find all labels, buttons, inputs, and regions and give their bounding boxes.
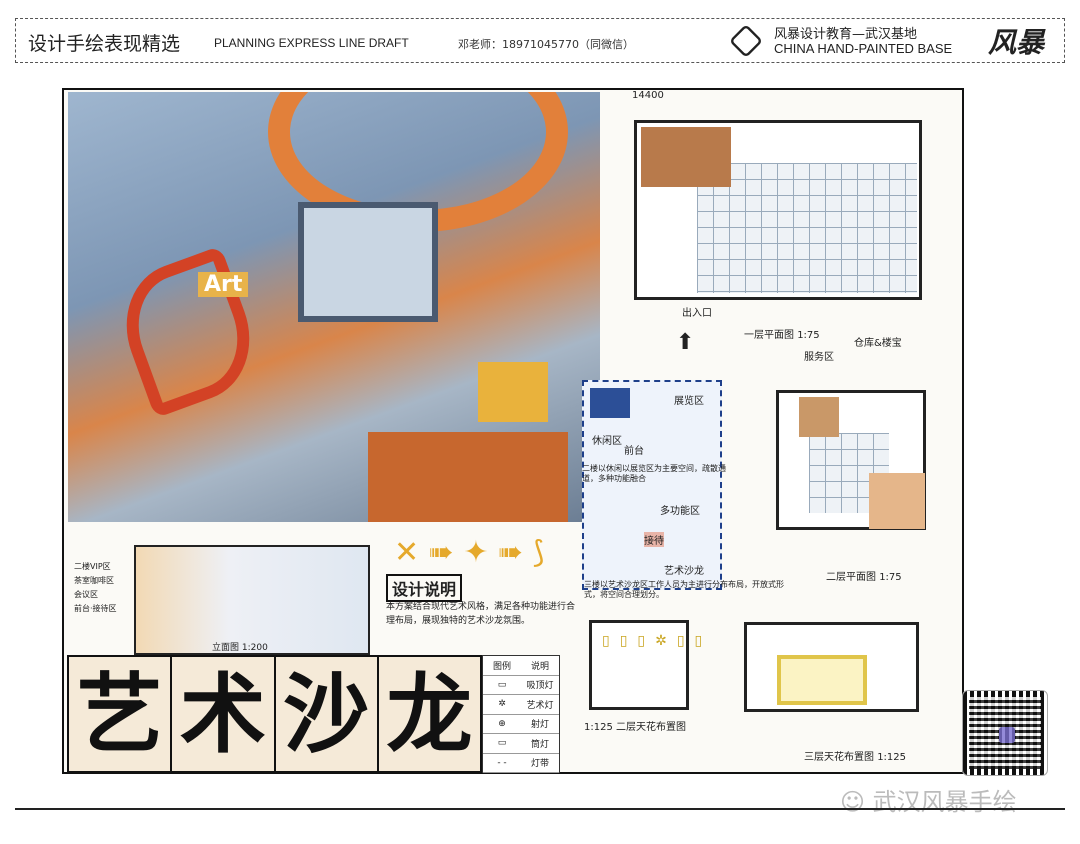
plan1-scale: 1:75	[797, 330, 820, 341]
zone-note-2: 三楼以艺术沙龙区工作人员为主进行分布布局，开放式形式，将空间合理划分。	[584, 580, 784, 599]
legend-row: ▭ 吸顶灯	[483, 676, 559, 695]
zone-label: 展览区	[674, 396, 704, 407]
brand-logo: 风暴	[988, 26, 1045, 59]
design-note-text: 本方案结合现代艺术风格，满足各种功能进行合理布局，展现独特的艺术沙龙氛围。	[386, 602, 576, 626]
ceiling3-scale: 1:125	[877, 752, 907, 763]
floor-tiles	[697, 163, 917, 293]
service-label: 服务区	[804, 352, 834, 363]
ceiling-grid	[298, 202, 438, 322]
legend-row: ⊕ 射灯	[483, 715, 559, 734]
ceiling-plan-3	[744, 622, 919, 712]
plan1-title: 一层平面图 1:75	[744, 326, 820, 341]
legend-symbol: ✲	[498, 699, 506, 710]
elevation-title-text: 立面图	[212, 643, 240, 653]
legend-row: ✲ 艺术灯	[483, 695, 559, 715]
art-sign: Art	[198, 272, 249, 297]
plan1-dim: 14400	[632, 90, 664, 101]
elevation-label: 二楼VIP区	[74, 562, 111, 571]
floor-plan-1	[634, 120, 922, 300]
legend-row: - - 灯带	[483, 754, 559, 773]
legend-label: 筒灯	[530, 739, 549, 750]
room-fill	[799, 397, 839, 437]
footer-watermark: ☺ 武汉风暴手绘	[840, 782, 1017, 817]
org-name: 风暴设计教育—武汉基地	[774, 27, 918, 42]
zone-label: 休闲区	[592, 436, 622, 447]
sculpture-concept-icons: ✕ ➠ ✦ ➠ ⟆	[394, 535, 545, 570]
zoning-diagram: 休闲区 展览区 前台 多功能区 接待 艺术沙龙	[582, 380, 722, 590]
legend-symbol: ⊕	[498, 718, 506, 729]
qr-code[interactable]	[962, 690, 1048, 776]
ceiling3-title: 三层天花布置图 1:125	[804, 748, 906, 763]
legend-table: 图例 说明 ▭ 吸顶灯 ✲ 艺术灯 ⊕ 射灯 ▭ 筒灯 - - 灯带	[482, 655, 560, 773]
entrance-label: 出入口	[682, 308, 712, 319]
elevation-title: 立面图 1:200	[212, 640, 268, 653]
legend-row: ▭ 筒灯	[483, 734, 559, 754]
lamp-icons: ▯▯▯✲▯▯	[602, 633, 713, 649]
zone-label: 前台	[624, 446, 644, 457]
storage-label: 仓库&楼宝	[854, 338, 902, 349]
legend-label: 灯带	[530, 759, 549, 770]
contact-info: 邓老师：18971045770（同微信）	[458, 38, 634, 51]
room-fill	[869, 473, 925, 529]
elevation-label: 前台·接待区	[74, 604, 117, 613]
design-note-heading: 设计说明	[386, 574, 463, 602]
title-block: 艺 术 沙 龙	[67, 655, 482, 773]
reception-desk	[478, 362, 548, 422]
ceiling2-title-text: 二层天花布置图	[616, 722, 687, 733]
org-name-en: CHINA HAND-PAINTED BASE	[774, 41, 953, 56]
legend-symbol: ▭	[497, 679, 507, 690]
zone-label: 艺术沙龙	[664, 566, 704, 577]
elevation-drawing	[134, 545, 370, 655]
qr-pattern	[969, 697, 1041, 769]
zone-label: 多功能区	[660, 506, 700, 517]
zone-label: 接待	[644, 532, 664, 547]
legend-label: 说明	[530, 661, 549, 672]
ceiling2-scale: 1:125	[584, 722, 613, 733]
org-logo-icon	[729, 24, 763, 58]
title-char: 沙	[276, 657, 379, 771]
plan2-title: 二层平面图 1:75	[826, 568, 902, 583]
cafe-area	[641, 127, 731, 187]
elevation-scale: 1:200	[241, 643, 268, 653]
title-char: 龙	[386, 665, 473, 765]
zone-note-1: 二楼以休闲以展览区为主要空间，疏散通道，多种功能融合	[582, 464, 726, 483]
zone-block	[590, 388, 630, 418]
legend-label: 吸顶灯	[526, 681, 554, 692]
north-arrow-icon: ⬆	[676, 330, 695, 355]
footer-divider	[15, 808, 1065, 810]
legend-symbol: 图例	[492, 661, 511, 672]
title-char: 术	[172, 657, 276, 771]
ceiling2-title: 1:125 二层天花布置图	[584, 718, 686, 733]
elevation-label: 茶室咖啡区	[74, 576, 114, 585]
title-char: 艺	[69, 657, 173, 771]
legend-symbol: - -	[497, 757, 507, 768]
plan1-title-text: 一层平面图	[744, 330, 794, 341]
legend-label: 射灯	[530, 720, 549, 731]
sofa	[368, 432, 568, 522]
watermark-text: 武汉风暴手绘	[872, 788, 1017, 816]
qr-logo-icon	[999, 727, 1015, 743]
elevation-label: 会议区	[74, 590, 98, 599]
legend-row: 图例 说明	[483, 656, 559, 676]
ceiling3-title-text: 三层天花布置图	[804, 752, 874, 763]
floor-plan-2	[776, 390, 926, 530]
ceiling-plan-2: ▯▯▯✲▯▯	[589, 620, 702, 710]
perspective-drawing: Art	[68, 92, 600, 522]
legend-label: 艺术灯	[526, 700, 554, 711]
legend-symbol: ▭	[497, 738, 507, 749]
header-subtitle: PLANNING EXPRESS LINE DRAFT	[214, 36, 409, 50]
header-title: 设计手绘表现精选	[28, 33, 181, 55]
elevation-labels: 二楼VIP区 茶室咖啡区 会议区 前台·接待区	[74, 560, 117, 616]
header-bar: 设计手绘表现精选 PLANNING EXPRESS LINE DRAFT 邓老师…	[15, 18, 1065, 63]
plan2-title-text: 二层平面图	[826, 572, 876, 583]
drawing-sheet: Art 14400 出入口 一层平面图 1:75 仓库&楼宝 服务区 ⬆ 休闲区…	[62, 88, 964, 774]
wechat-icon: ☺	[840, 788, 873, 816]
plan2-scale: 1:75	[879, 572, 902, 583]
ceiling-feature	[777, 655, 867, 705]
